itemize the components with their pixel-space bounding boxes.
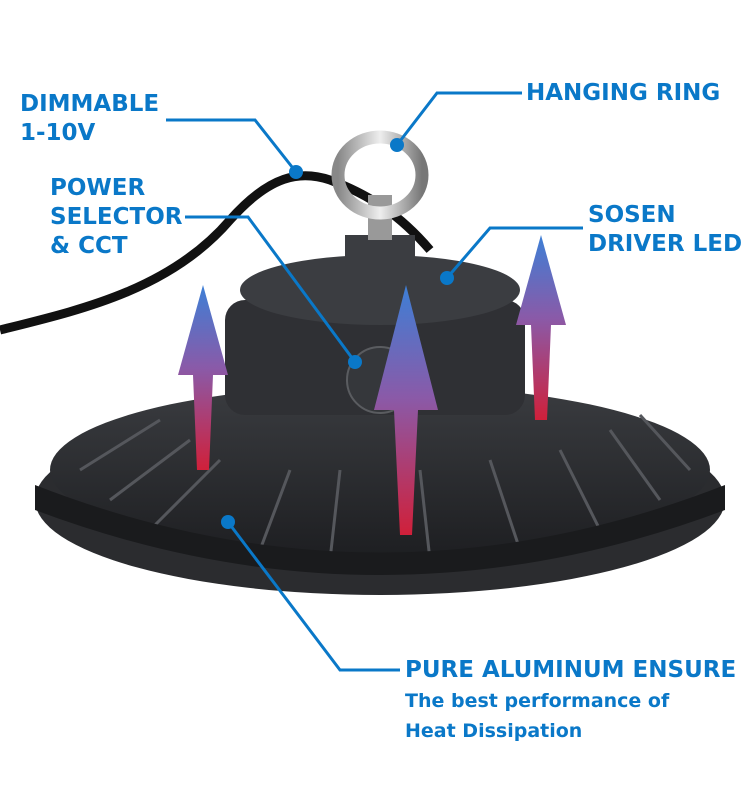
label-dimmable: DIMMABLE 1-10V: [20, 90, 159, 148]
label-line: 1-10V: [20, 120, 96, 146]
label-line: DRIVER LED: [588, 231, 743, 257]
desc-line: Heat Dissipation: [405, 720, 583, 742]
label-line: POWER: [50, 175, 146, 201]
leader-lines: [166, 91, 583, 672]
label-line: & CCT: [50, 233, 128, 259]
label-line: DIMMABLE: [20, 91, 160, 117]
label-line: SOSEN: [588, 202, 676, 228]
label-aluminum-desc: The best performance of Heat Dissipation: [405, 686, 669, 746]
label-aluminum: PURE ALUMINUM ENSURE: [405, 657, 737, 683]
callout-dot: [221, 515, 235, 529]
desc-line: The best performance of: [405, 690, 670, 712]
callout-dot: [440, 271, 454, 285]
label-line: SELECTOR: [50, 204, 183, 230]
hanging-ring: [331, 130, 429, 220]
heat-arrow: [374, 285, 438, 535]
label-hanging-ring: HANGING RING: [526, 80, 721, 106]
callout-dot: [289, 165, 303, 179]
label-power-selector: POWER SELECTOR & CCT: [50, 174, 182, 261]
heat-arrow: [516, 235, 566, 420]
heat-arrows: [178, 235, 566, 535]
label-sosen-driver: SOSEN DRIVER LED: [588, 201, 742, 259]
callout-dot: [390, 138, 404, 152]
heat-arrow: [178, 285, 228, 470]
callout-dot: [348, 355, 362, 369]
